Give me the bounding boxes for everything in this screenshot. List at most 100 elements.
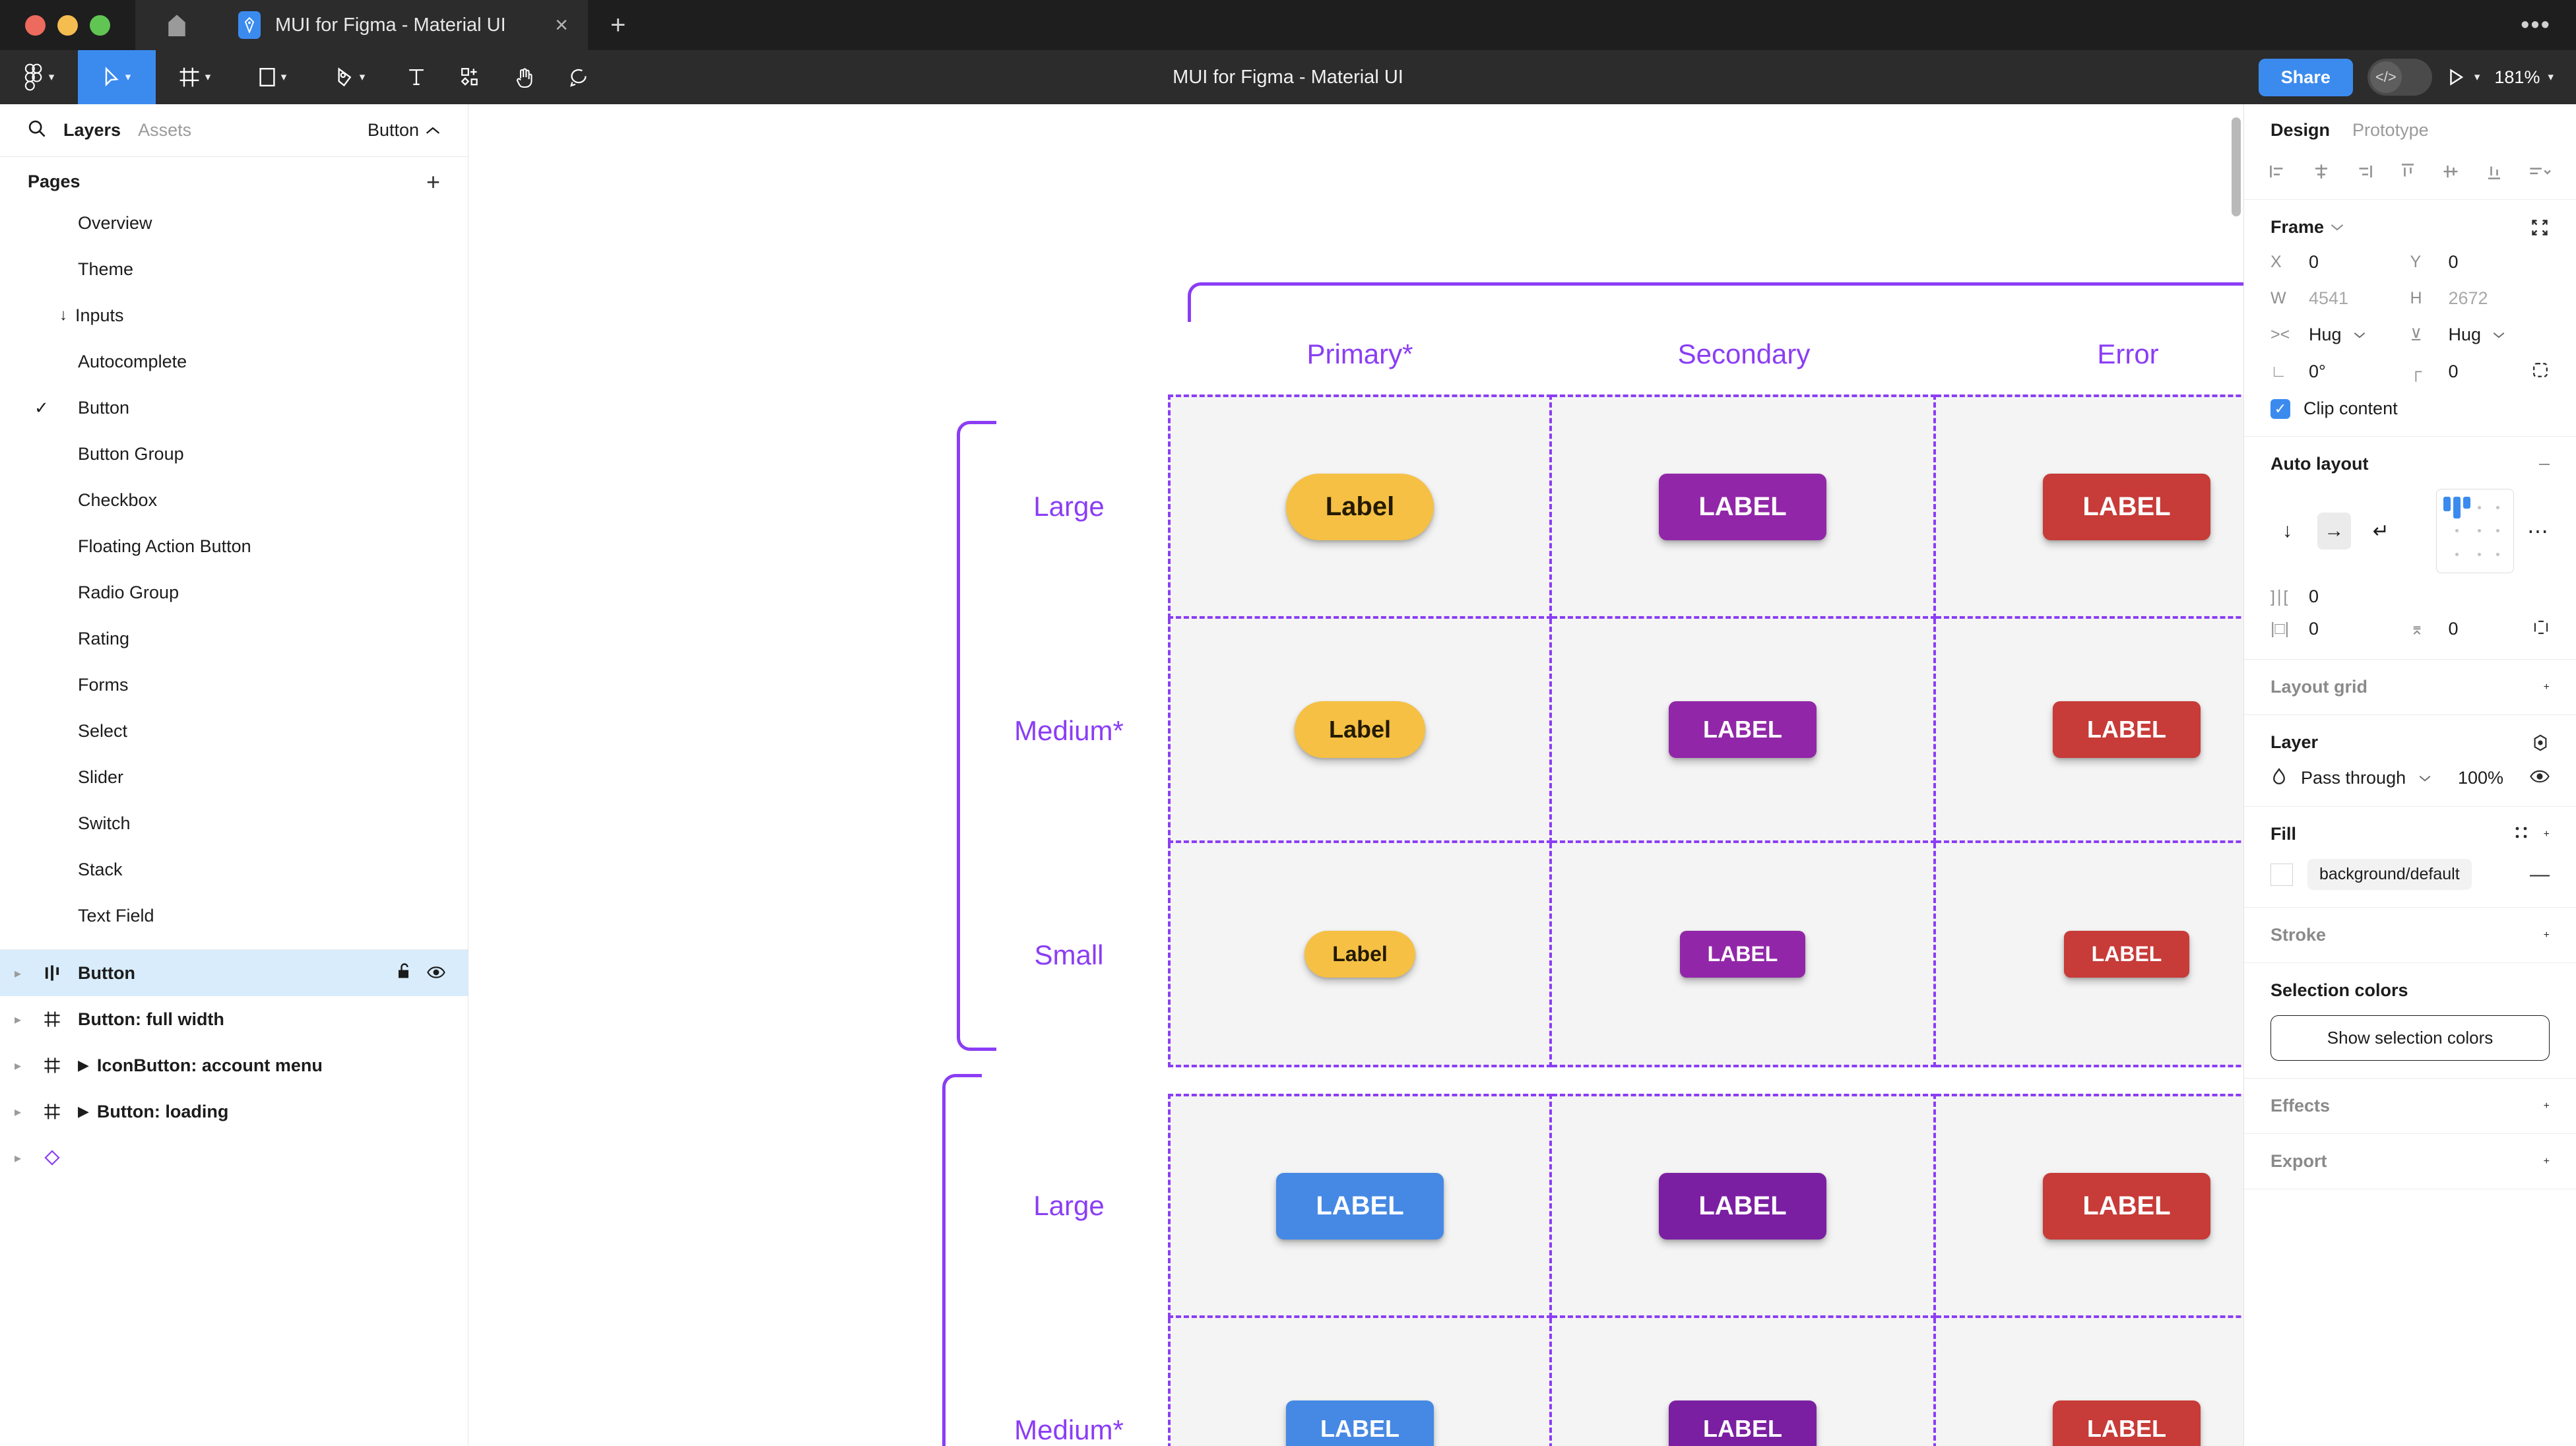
tab-design[interactable]: Design: [2270, 120, 2331, 140]
unlock-icon[interactable]: [397, 962, 412, 985]
align-cell[interactable]: [2488, 519, 2507, 542]
add-page-button[interactable]: +: [426, 168, 440, 195]
canvas-button[interactable]: LABEL: [1679, 930, 1806, 978]
expand-layer-icon[interactable]: ▸: [14, 1150, 22, 1166]
frame-y-field[interactable]: Y 0: [2410, 252, 2550, 272]
comment-tool-icon[interactable]: [552, 50, 606, 104]
opacity-value[interactable]: 100%: [2457, 768, 2503, 788]
page-selector[interactable]: Button: [368, 120, 440, 141]
sidebar-page-item[interactable]: Select: [0, 708, 468, 754]
canvas-button[interactable]: LABEL: [1286, 1400, 1434, 1446]
horizontal-resizing-field[interactable]: >< Hug: [2270, 325, 2410, 345]
frame-x-field[interactable]: X 0: [2270, 252, 2410, 272]
add-stroke-button[interactable]: +: [2543, 929, 2550, 941]
sidebar-page-item[interactable]: ↓Inputs: [0, 292, 468, 338]
frame-tool-icon[interactable]: ▾: [156, 50, 234, 104]
minimize-window-button[interactable]: [57, 15, 78, 36]
align-horizontal-center-icon[interactable]: [2311, 162, 2331, 185]
sidebar-page-item[interactable]: Stack: [0, 846, 468, 893]
layer-settings-icon[interactable]: [2531, 734, 2550, 752]
add-export-button[interactable]: +: [2543, 1155, 2550, 1167]
clip-content-row[interactable]: ✓ Clip content: [2270, 398, 2550, 419]
align-vertical-center-icon[interactable]: [2441, 162, 2461, 185]
sidebar-page-item[interactable]: Text Field: [0, 893, 468, 939]
canvas-scrollbar[interactable]: [2232, 117, 2241, 216]
sidebar-page-item[interactable]: Slider: [0, 754, 468, 800]
move-tool-icon[interactable]: ▾: [78, 50, 156, 104]
hand-tool-icon[interactable]: [498, 50, 552, 104]
layout-wrap-icon[interactable]: ↵: [2372, 520, 2389, 542]
close-icon[interactable]: ×: [555, 13, 568, 38]
layer-collapsed-triangle-icon[interactable]: ▶: [78, 1103, 89, 1119]
chevron-down-icon[interactable]: ▾: [2548, 71, 2554, 83]
chevron-down-icon[interactable]: ▾: [2474, 71, 2480, 83]
visibility-eye-icon[interactable]: [2530, 769, 2550, 787]
new-tab-button[interactable]: +: [610, 10, 626, 40]
figma-canvas[interactable]: Contained Primary*SecondaryErrorWarningL…: [468, 104, 2243, 1446]
frame-h-field[interactable]: H 2672: [2410, 288, 2550, 309]
canvas-button[interactable]: LABEL: [1669, 1400, 1817, 1446]
search-icon[interactable]: [28, 119, 46, 141]
fill-token-label[interactable]: background/default: [2307, 859, 2472, 890]
sidebar-page-item[interactable]: Theme: [0, 246, 468, 292]
clip-content-checkbox[interactable]: ✓: [2270, 398, 2290, 419]
canvas-button[interactable]: LABEL: [1276, 1172, 1444, 1240]
fill-color-swatch[interactable]: [2270, 863, 2293, 886]
sidebar-page-item[interactable]: Forms: [0, 662, 468, 708]
canvas-button[interactable]: LABEL: [2043, 473, 2210, 540]
layer-row[interactable]: ▸: [0, 1135, 468, 1181]
sidebar-page-item[interactable]: Overview: [0, 200, 468, 246]
home-button[interactable]: [135, 0, 218, 50]
close-window-button[interactable]: [25, 15, 46, 36]
dev-mode-toggle[interactable]: </>: [2367, 59, 2432, 96]
layer-row[interactable]: ▸Button: [0, 950, 468, 996]
sidebar-page-item[interactable]: ✓Button: [0, 385, 468, 431]
canvas-button[interactable]: LABEL: [1659, 473, 1826, 540]
canvas-button[interactable]: LABEL: [2063, 930, 2190, 978]
align-left-icon[interactable]: [2268, 162, 2288, 185]
maximize-window-button[interactable]: [90, 15, 110, 36]
align-cell[interactable]: [2443, 543, 2470, 566]
padding-horizontal-field[interactable]: |□| 0: [2270, 619, 2410, 639]
sidebar-page-item[interactable]: Rating: [0, 615, 468, 662]
canvas-button[interactable]: LABEL: [2053, 701, 2201, 758]
align-cell[interactable]: [2470, 543, 2489, 566]
layer-row[interactable]: ▸▶Button: loading: [0, 1088, 468, 1135]
expand-layer-icon[interactable]: ▸: [14, 1104, 22, 1119]
rotation-field[interactable]: ∟ 0°: [2270, 362, 2410, 382]
auto-layout-more-icon[interactable]: ⋯: [2527, 519, 2550, 543]
canvas-button[interactable]: Label: [1294, 701, 1426, 758]
padding-vertical-field[interactable]: ⌆ 0: [2410, 619, 2550, 639]
shape-tool-icon[interactable]: ▾: [234, 50, 311, 104]
align-cell[interactable]: [2470, 519, 2489, 542]
canvas-button[interactable]: Label: [1304, 930, 1415, 978]
tab-assets[interactable]: Assets: [138, 120, 192, 140]
align-right-icon[interactable]: [2354, 162, 2374, 185]
blend-mode-value[interactable]: Pass through: [2301, 768, 2406, 788]
figma-menu-icon[interactable]: ▾: [0, 50, 78, 104]
expand-layer-icon[interactable]: ▸: [14, 1012, 22, 1027]
individual-padding-icon[interactable]: [2532, 619, 2550, 639]
remove-auto-layout-button[interactable]: —: [2539, 458, 2550, 470]
expand-layer-icon[interactable]: ▸: [14, 966, 22, 981]
canvas-button[interactable]: LABEL: [2043, 1172, 2210, 1240]
tab-layers[interactable]: Layers: [63, 120, 121, 140]
sidebar-page-item[interactable]: Radio Group: [0, 569, 468, 615]
add-fill-button[interactable]: +: [2543, 828, 2550, 840]
layer-collapsed-triangle-icon[interactable]: ▶: [78, 1057, 89, 1073]
canvas-button[interactable]: LABEL: [2053, 1400, 2201, 1446]
vertical-resizing-field[interactable]: ⊻ Hug: [2410, 325, 2550, 345]
sidebar-page-item[interactable]: Floating Action Button: [0, 523, 468, 569]
frame-w-field[interactable]: W 4541: [2270, 288, 2410, 309]
sidebar-page-item[interactable]: Autocomplete: [0, 338, 468, 385]
align-cell[interactable]: [2443, 496, 2470, 519]
corner-radius-field[interactable]: ┌ 0: [2410, 361, 2550, 383]
fill-styles-icon[interactable]: [2513, 825, 2529, 844]
sidebar-page-item[interactable]: Checkbox: [0, 477, 468, 523]
zoom-control[interactable]: 181% ▾: [2494, 67, 2554, 88]
layer-row[interactable]: ▸Button: full width: [0, 996, 468, 1042]
remove-fill-button[interactable]: —: [2530, 863, 2550, 885]
more-options-icon[interactable]: •••: [2521, 11, 2551, 39]
align-cell[interactable]: [2488, 543, 2507, 566]
align-bottom-icon[interactable]: [2484, 162, 2504, 185]
